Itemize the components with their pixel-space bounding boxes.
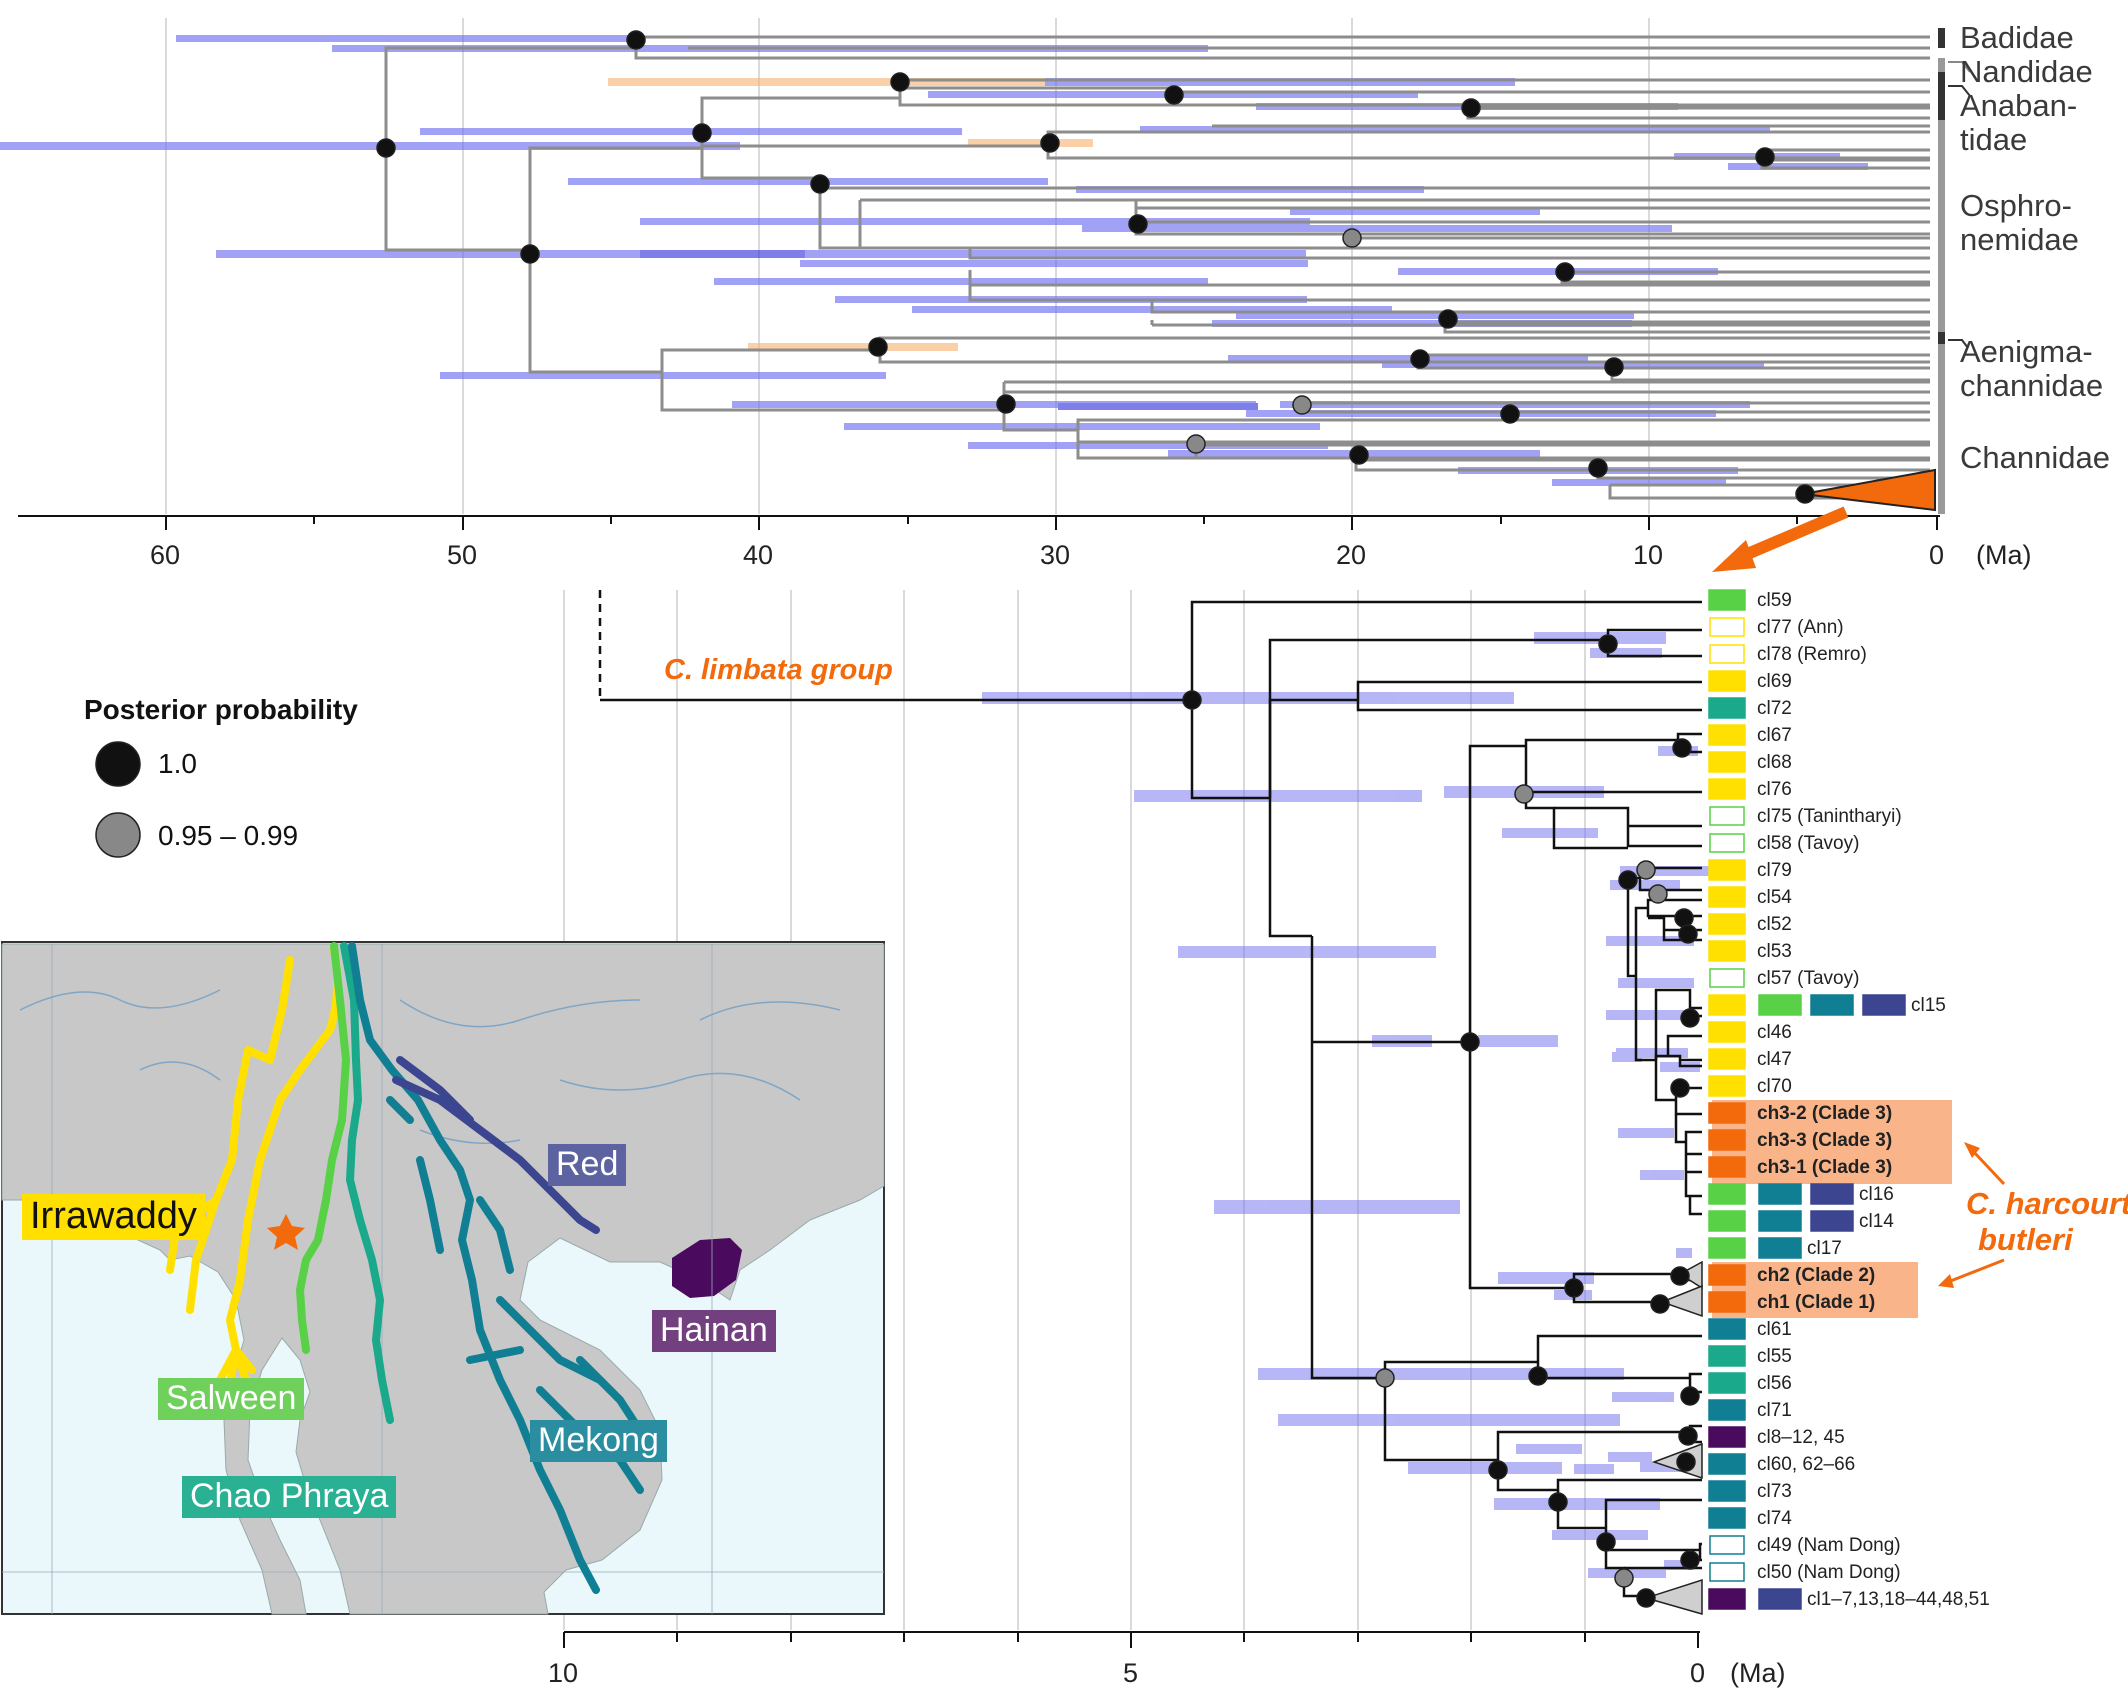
- top-nodes: [376, 30, 1815, 504]
- top-tick-label: 50: [447, 540, 478, 570]
- tip-label: cl77 (Ann): [1757, 617, 1844, 638]
- family-channidae: Channidae: [1960, 440, 2110, 475]
- tip-label: cl14: [1859, 1211, 1894, 1232]
- tip-label: cl79: [1757, 860, 1792, 881]
- tip-label-harcourt: ch2 (Clade 2): [1757, 1265, 1876, 1286]
- tip-label-harcourt: ch1 (Clade 1): [1757, 1292, 1876, 1313]
- tip-label: cl60, 62–66: [1757, 1454, 1856, 1475]
- top-axis-unit: (Ma): [1976, 540, 2032, 570]
- tip-label-harcourt: ch3-2 (Clade 3): [1757, 1103, 1893, 1124]
- tip-label: cl53: [1757, 941, 1792, 962]
- legend-item: 1.0: [158, 748, 197, 779]
- tip-label: cl8–12, 45: [1757, 1427, 1845, 1448]
- tip-label: cl73: [1757, 1481, 1792, 1502]
- tip-label: cl55: [1757, 1346, 1792, 1367]
- tip-label: cl47: [1757, 1049, 1792, 1070]
- tip-label: cl52: [1757, 914, 1792, 935]
- group-label: C. limbata group: [664, 654, 893, 686]
- legend-markers: [95, 741, 141, 858]
- tip-label: cl56: [1757, 1373, 1792, 1394]
- river-label-salween: Salween: [158, 1378, 305, 1420]
- top-tick-label: 60: [150, 540, 181, 570]
- top-grid: [165, 18, 1650, 514]
- family-aenigmachannidae-1: Aenigma-: [1960, 334, 2093, 369]
- river-label-chao-phraya: Chao Phraya: [182, 1476, 397, 1518]
- bottom-axis-unit: (Ma): [1730, 1658, 1786, 1688]
- clade-highlights: [1712, 1100, 1952, 1318]
- tip-label: cl1–7,13,18–44,48,51: [1807, 1589, 1990, 1610]
- river-label-irrawaddy: Irrawaddy: [22, 1194, 205, 1240]
- bottom-tick-label: 5: [1123, 1658, 1139, 1688]
- river-label-mekong: Mekong: [530, 1420, 667, 1462]
- family-anabantidae-1: Anaban-: [1960, 88, 2078, 123]
- collapsed-clade-triangle: [1802, 468, 1936, 512]
- tip-label: cl61: [1757, 1319, 1792, 1340]
- bottom-hpd-bars: [982, 632, 1720, 1578]
- bottom-tick-label: 10: [548, 1658, 579, 1688]
- tip-label: cl70: [1757, 1076, 1792, 1097]
- tip-label: cl59: [1757, 590, 1792, 611]
- bottom-nodes: [1182, 634, 1700, 1608]
- tip-label: cl75 (Tanintharyi): [1757, 806, 1902, 827]
- tip-label: cl46: [1757, 1022, 1792, 1043]
- top-tick-label: 0: [1929, 540, 1945, 570]
- tip-label: cl54: [1757, 887, 1792, 908]
- family-osphronemidae-2: nemidae: [1960, 222, 2079, 257]
- species-arrows: [1938, 1142, 2006, 1288]
- tip-label: cl78 (Remro): [1757, 644, 1867, 665]
- tip-boxes: [1708, 589, 1906, 1610]
- family-badidae: Badidae: [1960, 20, 2074, 55]
- tip-label-harcourt: ch3-3 (Clade 3): [1757, 1130, 1893, 1151]
- family-bars: [1938, 28, 1971, 514]
- tip-label: cl69: [1757, 671, 1792, 692]
- family-nandidae: Nandidae: [1960, 54, 2093, 89]
- river-label-red: Red: [548, 1144, 627, 1186]
- zoom-arrow: [1735, 506, 1849, 564]
- species-label-2: butleri: [1978, 1222, 2073, 1257]
- family-osphronemidae-1: Osphro-: [1960, 188, 2072, 223]
- legend-title: Posterior probability: [84, 694, 358, 725]
- tip-label: cl17: [1807, 1238, 1842, 1259]
- tip-label: cl49 (Nam Dong): [1757, 1535, 1901, 1556]
- tip-label: cl71: [1757, 1400, 1792, 1421]
- top-tick-label: 20: [1336, 540, 1367, 570]
- tip-label: cl76: [1757, 779, 1792, 800]
- tip-label: cl50 (Nam Dong): [1757, 1562, 1901, 1583]
- bottom-tick-label: 0: [1690, 1658, 1706, 1688]
- bottom-axis: [563, 1631, 1700, 1648]
- tip-label: cl16: [1859, 1184, 1894, 1205]
- tip-label: cl74: [1757, 1508, 1792, 1529]
- top-tick-label: 30: [1040, 540, 1071, 570]
- family-aenigmachannidae-2: channidae: [1960, 368, 2104, 403]
- species-label-1: C. harcourt-: [1966, 1186, 2128, 1221]
- top-tick-label: 10: [1633, 540, 1664, 570]
- map: [1, 941, 885, 1615]
- tip-label: cl68: [1757, 752, 1792, 773]
- tip-label: cl57 (Tavoy): [1757, 968, 1860, 989]
- family-anabantidae-2: tidae: [1960, 122, 2028, 157]
- zoom-arrow-head: [1712, 540, 1756, 572]
- tip-label-harcourt: ch3-1 (Clade 3): [1757, 1157, 1893, 1178]
- tip-label: cl58 (Tavoy): [1757, 833, 1860, 854]
- top-tick-label: 40: [743, 540, 774, 570]
- river-label-hainan: Hainan: [652, 1310, 776, 1352]
- tip-label: cl15: [1911, 995, 1946, 1016]
- tip-label: cl67: [1757, 725, 1792, 746]
- legend-item: 0.95 – 0.99: [158, 820, 299, 851]
- tip-label: cl72: [1757, 698, 1792, 719]
- top-axis: [18, 515, 1940, 530]
